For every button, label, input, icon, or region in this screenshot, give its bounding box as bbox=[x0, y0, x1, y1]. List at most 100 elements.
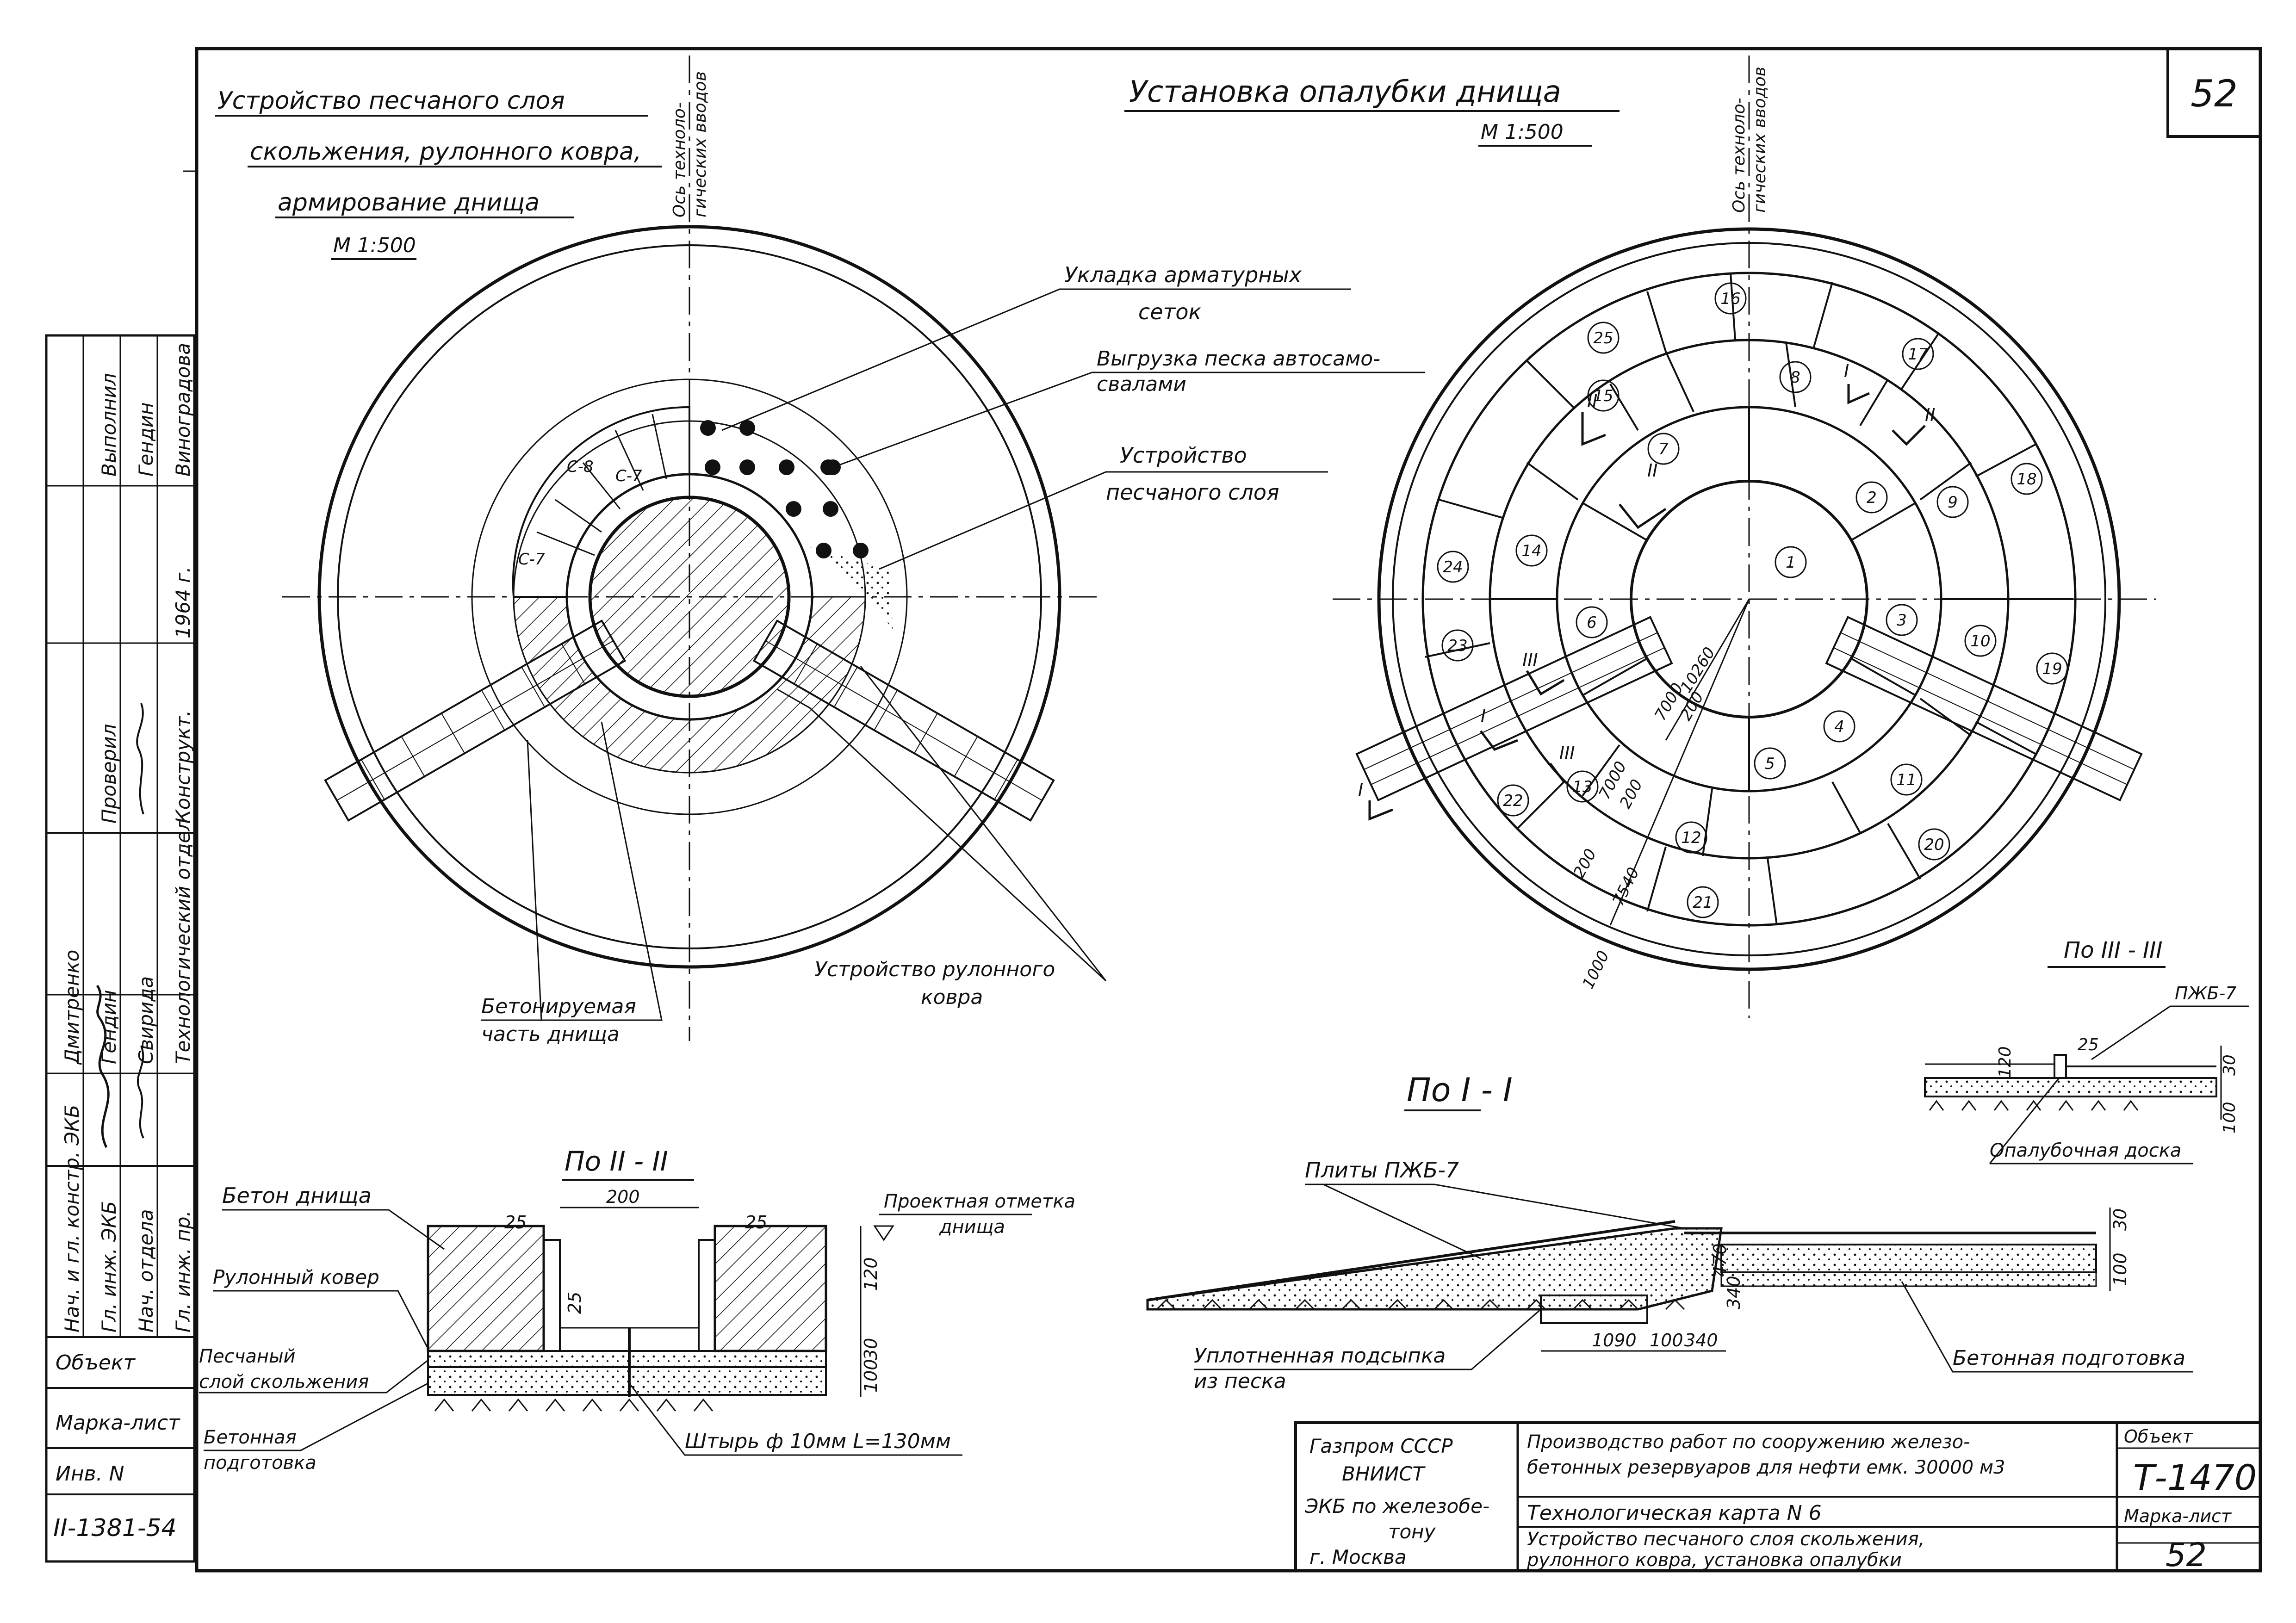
sec2-label-prep-2: подготовка bbox=[204, 1452, 316, 1474]
right-inlet-arm-2 bbox=[1825, 616, 2143, 802]
sec1-label-prep: Бетонная подготовка bbox=[1953, 1346, 2185, 1370]
sec2-sand-layer bbox=[427, 1350, 827, 1368]
left-inlet-arm-1 bbox=[324, 619, 627, 822]
panel-12: 12 bbox=[1681, 829, 1701, 847]
left-title-line1: Устройство песчаного слоя bbox=[217, 87, 565, 115]
stamp-role-1: Нач. и гл. констр. ЭКБ bbox=[61, 1105, 83, 1333]
panel-11: 11 bbox=[1896, 771, 1916, 789]
panel-13: 13 bbox=[1572, 778, 1592, 796]
panel-6: 6 bbox=[1587, 613, 1597, 632]
title-block: Газпром СССР ВНИИСТ ЭКБ по железобе- тон… bbox=[1294, 1421, 2262, 1574]
sec2-label-sand-1: Песчаный bbox=[199, 1346, 296, 1367]
sec1-label-backfill-2: из песка bbox=[1194, 1369, 1286, 1393]
panel-24: 24 bbox=[1443, 558, 1463, 576]
right-outer-wall bbox=[1377, 227, 2121, 971]
panel-1: 1 bbox=[1786, 553, 1796, 572]
sec3-dim-100: 100 bbox=[2220, 1102, 2239, 1134]
sec1-dim-1090: 1090 bbox=[1592, 1330, 1637, 1350]
stamp-performer: Выполнил bbox=[98, 373, 120, 477]
tb-object-value: Т-1470 bbox=[2133, 1457, 2257, 1498]
panel-14: 14 bbox=[1521, 542, 1541, 560]
left-scale: М 1:500 bbox=[333, 234, 416, 257]
sand-heaps bbox=[700, 420, 869, 558]
stamp-object-label: Объект bbox=[56, 1351, 136, 1375]
right-inlet-arm-1 bbox=[1355, 616, 1673, 802]
sec2-label-concrete: Бетон днища bbox=[222, 1183, 372, 1208]
panel-18: 18 bbox=[2017, 470, 2036, 489]
stamp-checked-by: Проверил bbox=[98, 724, 120, 824]
left-stamp: Нач. и гл. констр. ЭКБ Гл. инж. ЭКБ Нач.… bbox=[45, 334, 196, 1563]
panel-number-markers: 1 2 3 4 5 6 7 8 9 10 11 12 13 14 15 16 1… bbox=[1437, 282, 2068, 918]
org-line3: ЭКБ по железобе- bbox=[1304, 1495, 1489, 1518]
left-concrete-center bbox=[588, 496, 791, 698]
panel-17: 17 bbox=[1908, 345, 1928, 364]
section-2-title: По II - II bbox=[565, 1146, 668, 1177]
sec1-dim-340a: 340 bbox=[1684, 1330, 1718, 1350]
sec2-label-level-2: днища bbox=[939, 1216, 1005, 1238]
section-3-3: По III - III 120 25 30 100 ПЖБ-7 Опалубо… bbox=[1924, 937, 2249, 1165]
radius-leader bbox=[1609, 599, 1750, 926]
right-ring-3 bbox=[1421, 272, 2077, 927]
panel-7: 7 bbox=[1658, 440, 1669, 458]
signature-3 bbox=[136, 703, 144, 815]
sec1-dim-100b: 100 bbox=[2110, 1252, 2130, 1286]
left-title-line2: скольжения, рулонного ковра, bbox=[250, 138, 641, 166]
tb-mark-value: 52 bbox=[2166, 1536, 2207, 1574]
sec2-label-sand-2: слой скольжения bbox=[199, 1371, 369, 1393]
sec3-dim-30: 30 bbox=[2220, 1054, 2239, 1076]
cut-mark-1b: I bbox=[1481, 706, 1486, 726]
sec2-label-pin: Штырь ф 10мм L=130мм bbox=[685, 1430, 951, 1453]
panel-9: 9 bbox=[1948, 493, 1958, 512]
stamp-mark-label: Марка-лист bbox=[56, 1411, 180, 1435]
sec2-dim-200: 200 bbox=[606, 1187, 640, 1207]
work-line2: бетонных резервуаров для нефти емк. 3000… bbox=[1527, 1457, 2005, 1478]
stamp-name-4: Технологический отдел bbox=[172, 819, 194, 1064]
stamp-name-3: Свирида bbox=[135, 976, 157, 1064]
panel-2: 2 bbox=[1867, 489, 1877, 507]
mesh-label-c8: С-8 bbox=[567, 458, 594, 476]
callout-concrete-line1: Бетонируемая bbox=[481, 995, 636, 1018]
sec1-dim-340b: 340 bbox=[1724, 1276, 1744, 1309]
section-3-title: По III - III bbox=[2064, 937, 2163, 963]
section-cut-marks bbox=[1368, 384, 1926, 821]
panel-15: 15 bbox=[1593, 387, 1613, 405]
sub-line2: рулонного ковра, установка опалубки bbox=[1527, 1549, 1902, 1571]
sec3-label-plate: ПЖБ-7 bbox=[2175, 983, 2236, 1004]
sec3-slab bbox=[1924, 1077, 2217, 1097]
panel-22: 22 bbox=[1503, 792, 1523, 810]
sec3-dim-25: 25 bbox=[2078, 1035, 2099, 1054]
dim-7540: 7540 bbox=[1609, 865, 1643, 909]
right-plan-view: Установка опалубки днища М 1:500 Ось тех… bbox=[1124, 56, 2156, 1018]
panel-19: 19 bbox=[2042, 660, 2062, 678]
sec2-concrete-prep bbox=[427, 1366, 827, 1396]
left-axis-label-2: гических вводов bbox=[691, 71, 710, 217]
sec2-board-left bbox=[543, 1239, 561, 1352]
sec2-label-carpet: Рулонный ковер bbox=[213, 1266, 379, 1288]
stamp-inv-label: Инв. N bbox=[56, 1462, 124, 1486]
callout-carpet-line1: Устройство рулонного bbox=[814, 958, 1055, 981]
panel-16: 16 bbox=[1720, 290, 1740, 308]
sec2-label-prep-1: Бетонная bbox=[204, 1427, 297, 1448]
tb-object-label: Объект bbox=[2124, 1426, 2194, 1447]
stamp-checker-name: Гендин bbox=[135, 403, 157, 477]
panel-4: 4 bbox=[1834, 718, 1844, 736]
dim-1000: 1000 bbox=[1579, 948, 1613, 992]
sec2-board-right bbox=[698, 1239, 716, 1352]
cut-mark-1a: I bbox=[1844, 361, 1849, 381]
callout-sand-line1: Выгрузка песка автосамо- bbox=[1097, 347, 1380, 371]
sec3-dim-120: 120 bbox=[1996, 1046, 2015, 1078]
callout-sand-line2: свалами bbox=[1097, 372, 1186, 396]
left-ring-1 bbox=[471, 378, 908, 815]
right-panel-dividers bbox=[1425, 273, 2073, 926]
panel-23: 23 bbox=[1447, 637, 1467, 655]
sec1-prep bbox=[1720, 1271, 2097, 1287]
cut-mark-2a: II bbox=[1587, 391, 1597, 411]
left-title-line3: армирование днища bbox=[278, 189, 540, 217]
panel-10: 10 bbox=[1970, 632, 1990, 650]
right-title: Установка опалубки днища bbox=[1129, 75, 1561, 109]
cut-mark-2c: II bbox=[1925, 405, 1935, 425]
sec1-label-backfill-1: Уплотненная подсыпка bbox=[1194, 1344, 1446, 1368]
section-1-title: По I - I bbox=[1407, 1071, 1513, 1109]
signature-1 bbox=[96, 985, 110, 1148]
sec2-dim-100: 100 bbox=[861, 1359, 881, 1393]
